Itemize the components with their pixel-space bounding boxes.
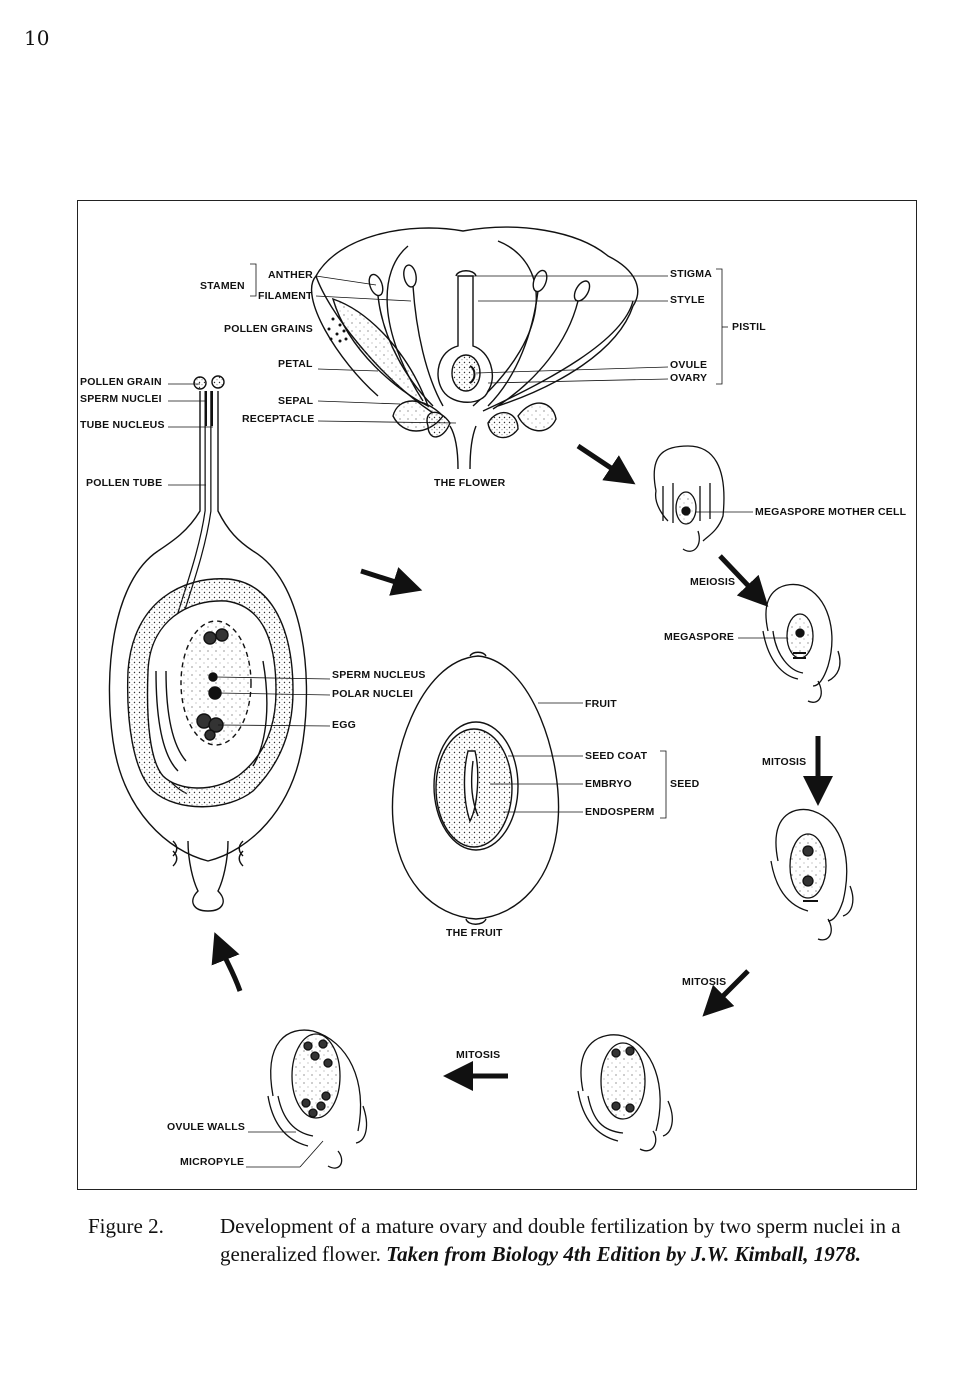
arrow-meiosis xyxy=(718,554,769,607)
fertilization-ovule xyxy=(108,375,308,912)
label-fruit: FRUIT xyxy=(585,698,617,710)
ovule-four-nucleate xyxy=(577,1034,673,1152)
label-sperm-nuclei: SPERM NUCLEI xyxy=(80,393,162,405)
label-pistil: PISTIL xyxy=(732,321,766,333)
arrow-flower-to-mother-cell xyxy=(576,443,636,485)
label-megaspore-mother-cell: MEGASPORE MOTHER CELL xyxy=(755,506,907,518)
flower-leader-lines xyxy=(250,263,728,424)
label-sperm-nucleus: SPERM NUCLEUS xyxy=(332,669,426,681)
label-meiosis: MEIOSIS xyxy=(690,576,736,588)
label-the-fruit: THE FRUIT xyxy=(446,927,503,939)
page-number: 10 xyxy=(24,26,50,50)
label-receptacle: RECEPTACLE xyxy=(242,413,315,425)
caption-text: Development of a mature ovary and double… xyxy=(220,1214,901,1266)
label-ovule: OVULE xyxy=(670,359,708,371)
label-stigma: STIGMA xyxy=(670,268,713,280)
label-megaspore: MEGASPORE xyxy=(664,631,735,643)
label-filament: FILAMENT xyxy=(258,290,313,302)
ovule-megaspore xyxy=(762,583,841,703)
label-micropyle: MICROPYLE xyxy=(180,1156,245,1168)
caption-source: Taken from Biology 4th Edition by J.W. K… xyxy=(386,1242,862,1266)
label-mitosis-2: MITOSIS xyxy=(682,976,727,988)
label-pollen-grain: POLLEN GRAIN xyxy=(80,376,162,388)
label-egg: EGG xyxy=(332,719,356,731)
label-the-flower: THE FLOWER xyxy=(434,477,506,489)
label-sepal: SEPAL xyxy=(278,395,314,407)
arrow-back-to-fertilization xyxy=(211,932,243,992)
label-style: STYLE xyxy=(670,294,705,306)
pollen-grains-dots xyxy=(327,317,348,343)
label-seed-coat: SEED COAT xyxy=(585,750,648,762)
label-ovule-walls: OVULE WALLS xyxy=(167,1121,246,1133)
label-anther: ANTHER xyxy=(268,269,313,281)
arrow-mitosis-2 xyxy=(702,969,750,1017)
life-cycle-diagram xyxy=(108,226,854,1169)
label-petal: PETAL xyxy=(278,358,313,370)
figure-caption: Development of a mature ovary and double… xyxy=(220,1212,920,1268)
flower xyxy=(310,226,639,470)
ovule-two-nucleate xyxy=(770,808,854,941)
fruit-leader-lines xyxy=(490,702,667,819)
label-embryo: EMBRYO xyxy=(585,778,632,790)
label-endosperm: ENDOSPERM xyxy=(585,806,655,818)
label-ovary: OVARY xyxy=(670,372,708,384)
label-seed: SEED xyxy=(670,778,700,790)
figure-label: Figure 2. xyxy=(88,1214,164,1238)
figure-frame: STAMEN ANTHER FILAMENT POLLEN GRAINS PET… xyxy=(77,200,917,1190)
left-leader-lines xyxy=(168,383,331,727)
arrow-fertilization-to-fruit xyxy=(360,567,423,596)
label-stamen: STAMEN xyxy=(200,280,245,292)
bottom-leader-lines xyxy=(246,1131,324,1168)
label-pollen-tube: POLLEN TUBE xyxy=(86,477,163,489)
label-mitosis-1: MITOSIS xyxy=(762,756,807,768)
fruit xyxy=(391,651,560,925)
cycle-arrows xyxy=(211,443,833,1091)
label-polar-nuclei: POLAR NUCLEI xyxy=(332,688,414,700)
ovule-megaspore-mother-cell xyxy=(653,445,725,552)
label-pollen-grains: POLLEN GRAINS xyxy=(224,323,313,335)
label-mitosis-3: MITOSIS xyxy=(456,1049,501,1061)
label-tube-nucleus: TUBE NUCLEUS xyxy=(80,419,165,431)
ovule-eight-nucleate xyxy=(267,1029,368,1169)
